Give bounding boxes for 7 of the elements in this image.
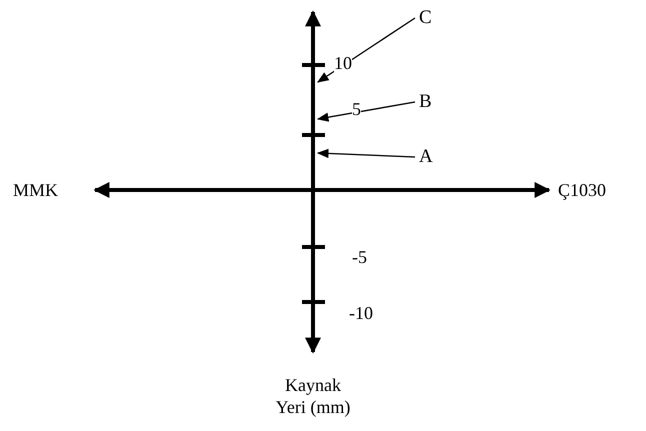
- point-label: A: [419, 146, 433, 168]
- point-label: B: [419, 91, 432, 113]
- vertical-axis: [305, 10, 321, 354]
- arrow: [316, 148, 416, 158]
- arrow: [317, 17, 416, 83]
- point-label: C: [419, 7, 432, 29]
- arrow: [316, 101, 416, 122]
